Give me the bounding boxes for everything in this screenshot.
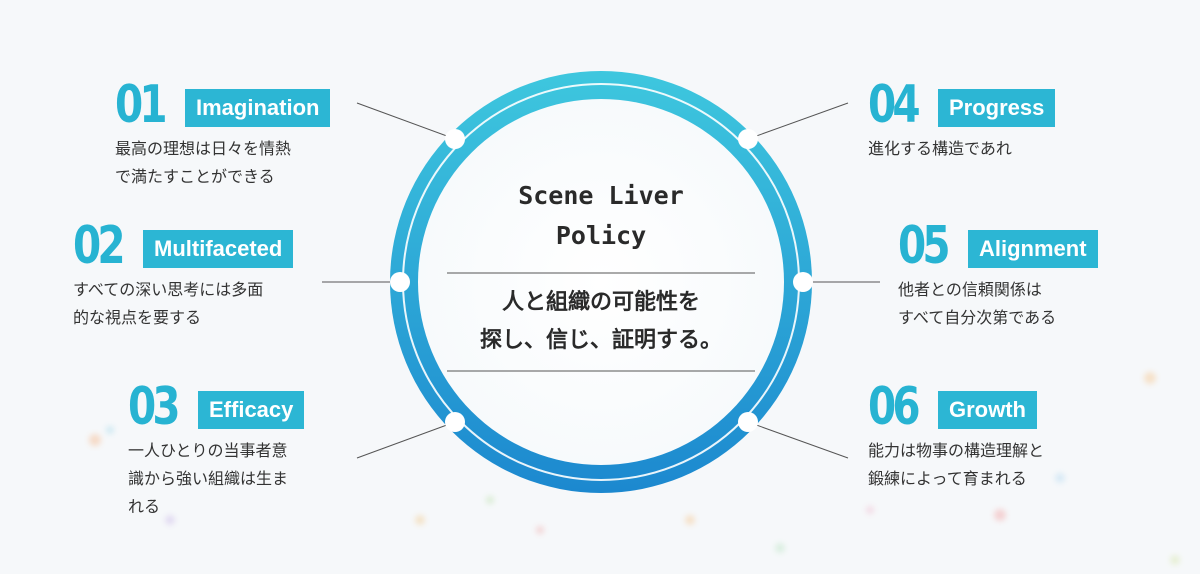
policy-title: Scene Liver Policy [518, 181, 684, 250]
policy-item-02: 02 Multifaceted すべての深い思考には多面 的な視点を要する [73, 216, 294, 332]
item-description: 最高の理想は日々を情熱 で満たすことができる [115, 139, 292, 186]
connector-line-03 [356, 421, 456, 459]
connector-line-04 [747, 102, 849, 140]
item-label: Progress [938, 88, 1056, 127]
policy-item-04: 04 Progress 進化する構造であれ [868, 75, 1056, 163]
item-number: 02 [73, 216, 126, 276]
item-description: 進化する構造であれ [868, 139, 1012, 158]
ring-node-04 [738, 129, 758, 149]
item-number: 06 [868, 377, 921, 437]
ring-node-05 [793, 272, 813, 292]
ring-node-01 [445, 129, 465, 149]
item-number: 01 [115, 75, 168, 135]
item-label: Imagination [185, 88, 331, 127]
policy-item-03: 03 Efficacy 一人ひとりの当事者意 識から強い組織は生ま れる [128, 377, 305, 521]
connector-line-06 [747, 421, 849, 459]
item-label: Alignment [968, 229, 1098, 268]
policy-item-06: 06 Growth 能力は物事の構造理解と 鍛練によって育まれる [868, 377, 1045, 493]
ring-node-06 [738, 412, 758, 432]
connector-line-01 [356, 102, 456, 140]
item-description: 一人ひとりの当事者意 識から強い組織は生ま れる [128, 441, 289, 516]
item-number: 05 [898, 216, 951, 276]
ring-inner [418, 99, 784, 465]
ring-node-02 [390, 272, 410, 292]
item-label: Efficacy [198, 390, 305, 429]
item-number: 04 [868, 75, 921, 135]
policy-message: 人と組織の可能性を 探し、信じ、証明する。 [479, 290, 722, 353]
ring-node-03 [445, 412, 465, 432]
item-label: Multifaceted [143, 229, 294, 268]
item-description: すべての深い思考には多面 的な視点を要する [73, 280, 264, 327]
item-description: 能力は物事の構造理解と 鍛練によって育まれる [868, 441, 1045, 488]
policy-item-05: 05 Alignment 他者との信頼関係は すべて自分次第である [898, 216, 1098, 332]
item-description: 他者との信頼関係は すべて自分次第である [898, 280, 1057, 327]
item-number: 03 [128, 377, 181, 437]
policy-item-01: 01 Imagination 最高の理想は日々を情熱 で満たすことができる [115, 75, 331, 191]
item-label: Growth [938, 390, 1037, 429]
